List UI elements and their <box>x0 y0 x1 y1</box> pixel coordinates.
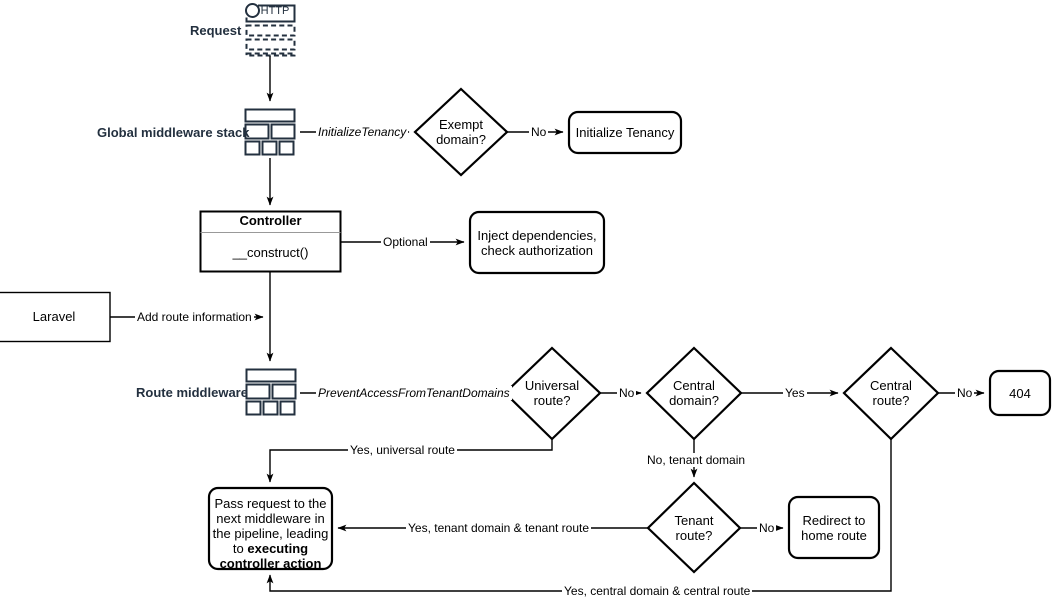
node-central-route <box>842 346 940 441</box>
edge-label-initialize-tenancy: InitializeTenancy <box>316 125 409 139</box>
edge-label-universal-route-no: No <box>617 386 637 400</box>
http-request-icon <box>245 3 296 57</box>
node-label-controller-title: Controller <box>200 213 341 231</box>
node-tenant-route <box>646 481 742 574</box>
side-label-global-middleware-stack: Global middleware stack <box>97 125 250 140</box>
node-controller <box>199 210 342 273</box>
controller-title-text: Controller <box>239 213 302 228</box>
edge-label-no-tenant-domain: No, tenant domain <box>645 453 748 467</box>
edge-label-exempt-domain-no: No <box>529 125 549 139</box>
edge-label-tenant-route-yes: Yes, tenant domain & tenant route <box>406 521 592 535</box>
node-universal-route <box>503 346 602 441</box>
node-exempt-domain <box>413 87 509 177</box>
side-label-route-middleware: Route middleware <box>136 385 248 400</box>
edge-label-universal-route-yes: Yes, universal route <box>348 443 457 457</box>
edge-label-prevent-access: PreventAccessFromTenantDomains <box>316 386 512 400</box>
node-pass-request <box>207 486 334 571</box>
node-central-domain <box>645 346 743 441</box>
middleware-stack-icon-global <box>244 108 296 156</box>
edge-label-central-domain-yes: Yes <box>783 386 807 400</box>
node-redirect-home <box>787 495 881 560</box>
middleware-stack-icon-route <box>245 368 297 416</box>
side-label-request: Request <box>190 23 242 38</box>
node-initialize-tenancy <box>567 110 683 155</box>
edge-label-central-route-no: No <box>955 386 975 400</box>
edge-label-tenant-route-no: No <box>757 521 777 535</box>
edge-label-controller-optional: Optional <box>381 235 430 249</box>
node-inject-dependencies <box>468 210 606 275</box>
node-laravel <box>0 291 111 343</box>
edge-label-add-route-information: Add route information <box>135 310 254 324</box>
node-404 <box>988 369 1052 417</box>
edge-label-central-domain-central-route: Yes, central domain & central route <box>562 584 753 598</box>
